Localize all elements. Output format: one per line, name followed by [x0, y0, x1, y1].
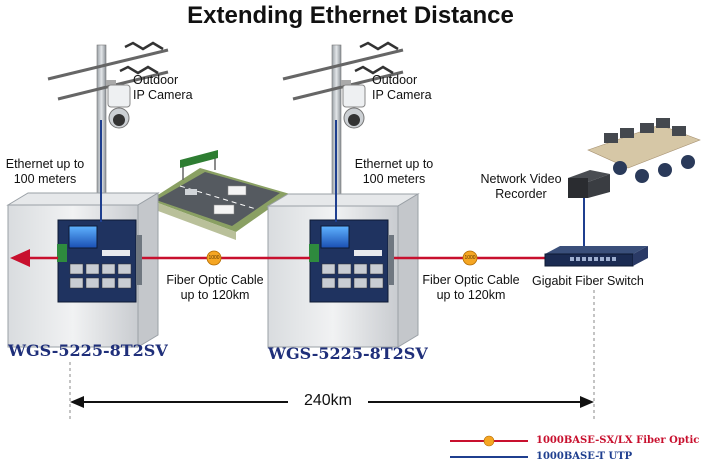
- ethernet-2-label-line-1: Ethernet up to: [354, 157, 434, 171]
- highway-sign-icon: [180, 150, 218, 180]
- camera-1-label: Outdoor IP Camera: [133, 73, 193, 103]
- utp-cables: [100, 120, 585, 250]
- fiber-marker-1: [206, 250, 222, 266]
- nvr-device-icon: [568, 170, 610, 198]
- distance-label: 240km: [288, 392, 368, 410]
- dimension-arrow-left-icon: [70, 396, 84, 408]
- camera-2-label-line-2: IP Camera: [372, 88, 432, 102]
- ip-camera-2-icon: [341, 80, 366, 129]
- legend-graphics: [450, 435, 528, 458]
- ethernet-1-label-line-2: 100 meters: [13, 172, 77, 186]
- camera-2-label-line-1: Outdoor: [372, 73, 418, 87]
- dimension-arrow-right-icon: [580, 396, 594, 408]
- switch-1-device: [57, 219, 142, 303]
- switch-1-model-label: WGS-5225-8T2SV: [8, 341, 168, 360]
- nvr-label-line-2: Recorder: [495, 187, 547, 201]
- camera-2-label: Outdoor IP Camera: [372, 73, 432, 103]
- legend-utp-label: 1000BASE-T UTP: [536, 451, 633, 462]
- highway-illustration: [150, 150, 290, 240]
- fiber-1-label: Fiber Optic Cable up to 120km: [160, 273, 270, 303]
- switch-2-device: [309, 219, 394, 303]
- fiber-1-label-line-1: Fiber Optic Cable: [166, 273, 264, 287]
- fiber-1-label-line-2: up to 120km: [180, 288, 250, 302]
- fiber-2-label: Fiber Optic Cable up to 120km: [416, 273, 526, 303]
- fiber-2-label-line-2: up to 120km: [436, 288, 506, 302]
- ethernet-2-label: Ethernet up to 100 meters: [346, 157, 442, 187]
- arrow-left-icon: [10, 249, 30, 267]
- ethernet-2-label-line-2: 100 meters: [362, 172, 426, 186]
- ethernet-1-label-line-1: Ethernet up to: [5, 157, 85, 171]
- fiber-2-label-line-1: Fiber Optic Cable: [422, 273, 520, 287]
- switch-2-model-label: WGS-5225-8T2SV: [268, 344, 428, 363]
- page-title: Extending Ethernet Distance: [187, 2, 514, 29]
- ip-camera-1-icon: [106, 80, 131, 129]
- fiber-marker-2-label: 1000: [464, 255, 476, 261]
- legend-fiber-label: 1000BASE-SX/LX Fiber Optic: [536, 435, 700, 446]
- monitoring-desk-illustration: [587, 118, 701, 183]
- ethernet-1-label: Ethernet up to 100 meters: [0, 157, 90, 187]
- nvr-label-line-1: Network Video: [480, 172, 562, 186]
- fiber-marker-1-label: 1000: [208, 255, 220, 261]
- fiber-marker-2: [462, 250, 478, 266]
- camera-1-label-line-2: IP Camera: [133, 88, 193, 102]
- gigabit-fiber-switch-device: [544, 246, 648, 267]
- camera-1-label-line-1: Outdoor: [133, 73, 179, 87]
- nvr-label: Network Video Recorder: [474, 172, 568, 202]
- gigabit-switch-label: Gigabit Fiber Switch: [532, 274, 644, 288]
